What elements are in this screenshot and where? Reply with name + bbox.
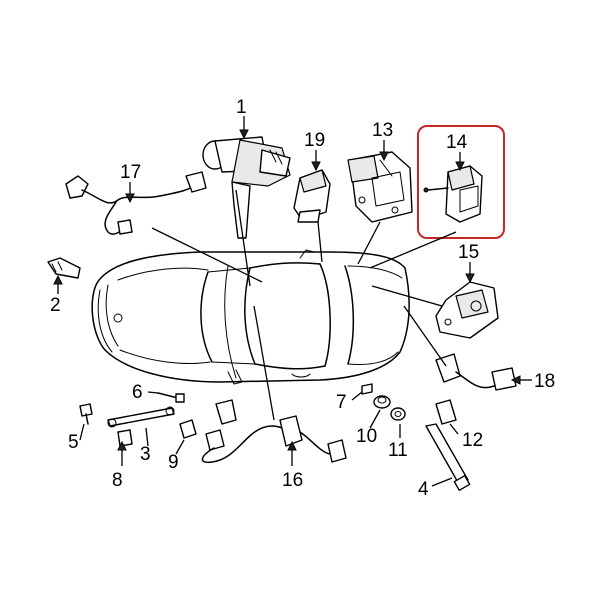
part-4-gas-strut	[425, 423, 471, 492]
part-1-callout[interactable]: 1	[236, 97, 247, 118]
part-8-callout[interactable]: 8	[112, 470, 123, 491]
part-2-callout[interactable]: 2	[50, 295, 61, 316]
part-11-washer	[390, 407, 406, 421]
part-4-callout[interactable]: 4	[418, 479, 429, 500]
highlight-frame	[417, 125, 505, 239]
part-6-bolt	[157, 392, 185, 403]
part-13-callout[interactable]: 13	[372, 120, 393, 141]
part-19-module	[293, 169, 331, 223]
part-6-callout[interactable]: 6	[132, 382, 143, 403]
part-12-bracket	[435, 399, 457, 425]
part-14-door-lock-actuator	[417, 125, 505, 239]
callout-arrows	[53, 116, 532, 487]
part-1-steering-lock	[202, 136, 291, 239]
part-8-clip	[117, 429, 133, 447]
part-7-callout[interactable]: 7	[336, 392, 347, 413]
part-3-callout[interactable]: 3	[140, 444, 151, 465]
part-9-callout[interactable]: 9	[168, 452, 179, 473]
part-7-screw	[361, 383, 373, 395]
part-15-callout[interactable]: 15	[458, 242, 479, 263]
part-16-wiring-harness	[201, 399, 347, 464]
part-2-sensor	[47, 257, 81, 279]
part-5-screw	[79, 403, 93, 425]
part-16-callout[interactable]: 16	[282, 470, 303, 491]
part-17-wiring-harness	[65, 171, 207, 235]
part-11-callout[interactable]: 11	[388, 440, 408, 461]
car-outline-icon	[91, 249, 410, 385]
part-10-grommet	[373, 395, 391, 409]
part-9-clip	[179, 419, 197, 439]
part-3-rod	[107, 406, 175, 428]
part-10-callout[interactable]: 10	[356, 426, 377, 447]
callout-labels: 1 2 3 4 5 6 7 8 9 10 11 12 13 14 15 16 1…	[50, 97, 555, 500]
part-19-callout[interactable]: 19	[304, 130, 325, 151]
part-13-door-lock-actuator	[347, 151, 413, 223]
part-15-latch	[435, 281, 499, 339]
part-18-callout[interactable]: 18	[534, 371, 555, 392]
part-12-callout[interactable]: 12	[462, 430, 483, 451]
part-17-callout[interactable]: 17	[120, 162, 141, 183]
part-5-callout[interactable]: 5	[68, 432, 79, 453]
part-18-wiring-harness	[435, 353, 517, 391]
part-14-callout[interactable]: 14	[446, 132, 468, 153]
leader-lines	[151, 189, 457, 421]
